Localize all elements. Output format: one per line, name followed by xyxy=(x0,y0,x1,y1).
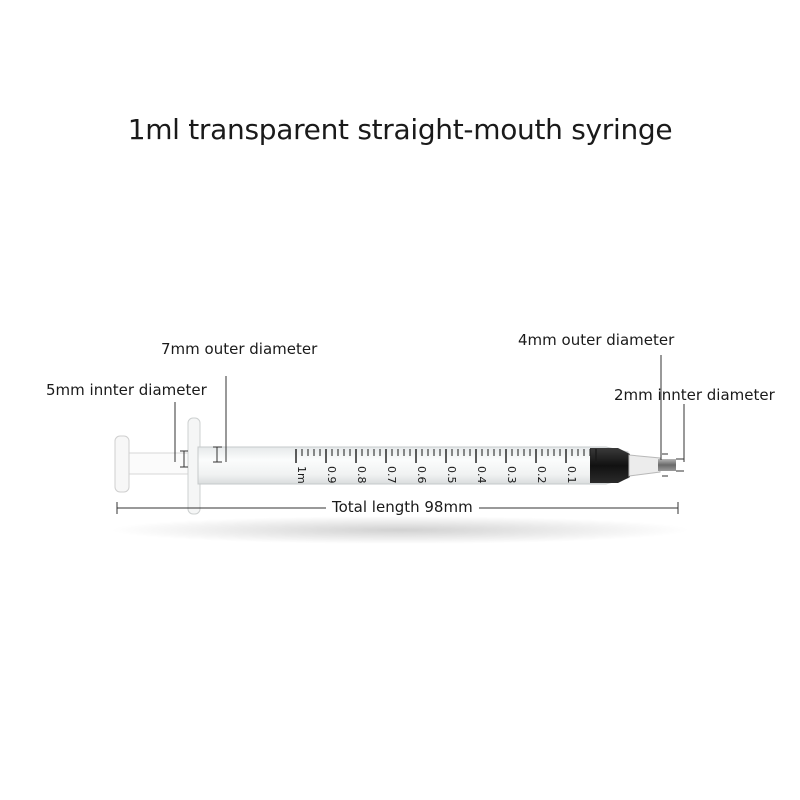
page-title: 1ml transparent straight-mouth syringe xyxy=(127,113,673,146)
syringe-barrel xyxy=(197,446,629,485)
outer-diameter-4mm-label: 4mm outer diameter xyxy=(518,331,675,349)
scale-number: 0.2 xyxy=(535,466,548,484)
scale-number: 0.6 xyxy=(415,466,428,484)
plunger-rod xyxy=(125,452,197,475)
outer-diameter-7mm-label: 7mm outer diameter xyxy=(161,340,318,358)
syringe-hub xyxy=(628,454,661,477)
outer-diameter-4mm-marker xyxy=(660,355,668,477)
scale-number: 0.1 xyxy=(565,466,578,484)
inner-diameter-2mm-marker xyxy=(676,404,685,472)
scale-number: 0.4 xyxy=(475,466,488,484)
plunger-thumb-disc xyxy=(114,435,130,493)
scale-number: 0.3 xyxy=(505,466,518,484)
scale-number: 0.7 xyxy=(385,466,398,484)
graduation-scale: 1m 0.9 0.8 0.7 0.6 0.5 0.4 0.3 0.2 0.1 xyxy=(295,449,597,484)
inner-diameter-2mm-label: 2mm innter diameter xyxy=(614,386,775,404)
rubber-stopper xyxy=(590,448,630,483)
scale-number: 1m xyxy=(295,466,308,484)
scale-number: 0.9 xyxy=(325,466,338,484)
scale-number: 0.5 xyxy=(445,466,458,484)
inner-diameter-5mm-marker xyxy=(174,402,188,468)
outer-diameter-7mm-marker xyxy=(213,376,227,463)
scale-number: 0.8 xyxy=(355,466,368,484)
floor-shadow xyxy=(110,516,690,544)
syringe-tip xyxy=(658,459,676,471)
inner-diameter-5mm-label: 5mm innter diameter xyxy=(46,381,207,399)
total-length-label: Total length 98mm xyxy=(326,498,479,516)
